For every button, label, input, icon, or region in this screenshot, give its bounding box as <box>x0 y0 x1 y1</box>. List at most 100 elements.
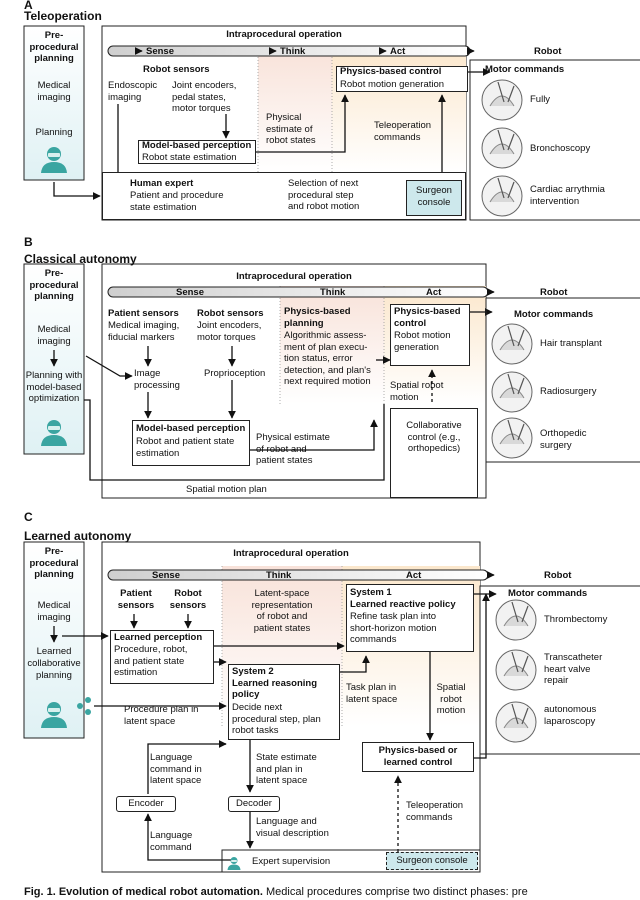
mbp-title: Model-based perception <box>136 423 246 434</box>
state-estimate: State estimate <box>256 752 317 763</box>
image-processing: processing <box>134 379 180 391</box>
robot-orthopedic: Orthopedic <box>540 428 587 439</box>
line <box>84 399 385 481</box>
physical-estimate: patient states <box>256 455 313 466</box>
procedure-plan: Procedure plan in <box>124 704 199 715</box>
s1-title: System 1 <box>350 587 392 598</box>
mbp-title: Model-based perception <box>142 140 252 151</box>
pre-procedural-border <box>23 263 85 455</box>
pre-procedural-border <box>23 541 85 739</box>
endoscopic-imaging: imaging <box>108 91 142 103</box>
latent-representation: patient states <box>253 622 311 634</box>
think-shade <box>258 48 332 172</box>
phase-robot: Robot <box>544 570 572 581</box>
pre-item: imaging <box>37 335 71 347</box>
s2-title: Learned reasoning <box>232 677 317 689</box>
collaborative-control: orthopedics) <box>407 443 461 454</box>
cardiac-icon <box>481 175 523 217</box>
physical-estimate: estimate of <box>266 123 313 135</box>
line <box>147 743 226 794</box>
joint-encoders: Joint encoders, <box>172 80 237 91</box>
bronchoscopy-icon <box>481 127 523 169</box>
phase-sense: Sense <box>152 570 180 581</box>
s1-sub: Refine task plan into <box>350 611 437 622</box>
pre-procedural-title: planning <box>34 53 74 64</box>
decoder-box <box>228 796 280 812</box>
robot-laparoscopy: autonomous <box>544 704 597 715</box>
pbc-sub: generation <box>394 341 439 353</box>
spatial-robot-motion: motion <box>390 391 419 403</box>
spatial-motion-plan: Spatial motion plan <box>186 484 267 495</box>
person-icon <box>41 147 67 173</box>
robot-heart-valve: repair <box>544 675 569 686</box>
pre-item: planning <box>36 670 72 681</box>
robot-sensors-sub: motor torques <box>197 331 256 343</box>
image-processing: Image <box>134 368 161 379</box>
s2-sub: Decide next <box>232 702 283 713</box>
pre-procedural-title: Pre- <box>44 268 64 279</box>
collaborative-control: control (e.g., <box>407 431 461 443</box>
s2-title: policy <box>232 689 260 700</box>
collaborative-control: Collaborative <box>406 420 462 431</box>
robot-sensors: Robot sensors <box>143 64 210 75</box>
person-icon <box>227 857 241 870</box>
pre-procedural-title: procedural <box>29 557 79 569</box>
language-command-latent: latent space <box>150 775 202 786</box>
spatial-robot-motion: Spatial robot <box>390 380 444 391</box>
person-icon <box>41 420 67 446</box>
human-expert-sub: Patient and procedure <box>130 190 224 201</box>
lp-sub: Procedure, robot, <box>114 644 188 655</box>
motor-commands: Motor commands <box>485 64 565 75</box>
surgeon-console-label: Surgeon <box>416 185 452 196</box>
s2-sub: procedural step, plan <box>232 713 321 725</box>
pre-item: Planning with <box>25 370 83 381</box>
latent-representation: of robot and <box>256 611 308 622</box>
joint-encoders: motor torques <box>172 103 231 114</box>
system2-box <box>228 664 340 740</box>
panel-title: Learned autonomy <box>24 529 132 543</box>
patient-sensors: Patient <box>120 588 152 599</box>
language-command-latent: Language <box>150 752 193 763</box>
network-icon <box>85 709 91 715</box>
robot-orthopedic: surgery <box>540 440 572 451</box>
arrow <box>474 593 490 759</box>
mbp-sub: Robot and patient state <box>136 436 235 447</box>
pbp-sub: Algorithmic assess- <box>284 330 367 341</box>
pbp-title: planning <box>284 317 324 329</box>
robot-thrombectomy: Thrombectomy <box>544 614 608 625</box>
physical-estimate: Physical estimate <box>256 432 330 443</box>
surgeon-console <box>406 180 462 216</box>
phase-robot: Robot <box>540 287 568 298</box>
person-icon <box>41 702 67 728</box>
language-command: command <box>150 841 192 853</box>
robot-laparoscopy: Fully <box>530 94 551 105</box>
collaborative-box <box>390 408 478 498</box>
decoder-label: Decoder <box>236 798 272 809</box>
physical-estimate: of robot and <box>256 443 307 455</box>
robot-laparoscopy: laparoscopy <box>544 715 596 727</box>
pre-procedural-title: planning <box>34 291 74 302</box>
physics-learned-control-box <box>362 742 474 772</box>
language-command: Language <box>150 830 193 841</box>
pre-item: collaborative <box>27 658 81 669</box>
pre-procedural-title: procedural <box>29 41 79 53</box>
phase-think: Think <box>280 46 306 57</box>
arrow <box>340 655 370 673</box>
panel-letter: A <box>24 0 33 12</box>
selection-text: and robot motion <box>288 201 360 212</box>
hair-transplant-icon <box>491 323 533 365</box>
orthopedic-icon <box>491 417 533 459</box>
intra-title: Intraprocedural operation <box>226 29 342 40</box>
caption-label: Fig. 1. Evolution of medical robot autom… <box>24 886 263 898</box>
pre-procedural-border <box>23 25 85 181</box>
expert-row <box>221 849 481 873</box>
robot-sensors-sub: Joint encoders, <box>197 320 262 331</box>
phase-act: Act <box>426 287 442 298</box>
selection-text: procedural step <box>288 189 354 201</box>
robot-heart-valve: heart valve <box>544 663 591 675</box>
robot-bronchoscopy: Bronchoscopy <box>530 143 591 154</box>
pre-item: Medical <box>37 324 71 335</box>
robot-cardiac: Cardiac arrythmia <box>530 184 605 195</box>
teleop-commands: commands <box>406 811 453 823</box>
